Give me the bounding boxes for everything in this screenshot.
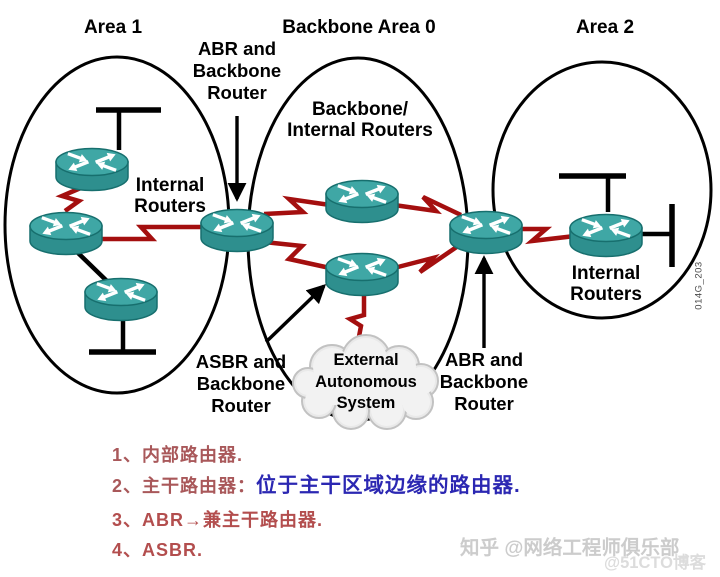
serial-link (512, 226, 576, 245)
backbone-internal-label: Backbone/ Internal Routers (287, 99, 433, 141)
pointer-arrows (227, 116, 494, 348)
serial-link (393, 194, 462, 218)
note-text: 4、ASBR. (112, 540, 204, 560)
serial-links (55, 184, 576, 348)
router-icon (326, 181, 398, 223)
router-icon (30, 213, 102, 255)
external-as-cloud-label: External Autonomous System (315, 351, 417, 412)
abr-bottom-label: ABR and Backbone Router (439, 349, 529, 414)
note-text: 1、内部路由器. (112, 445, 244, 465)
router-icon (326, 254, 398, 296)
note-line-2: 2、主干路由器：位于主干区域边缘的路由器. (112, 468, 521, 498)
internal-routers-area1-label: Internal Routers (134, 175, 206, 217)
internal-routers-area2-label: Internal Routers (570, 263, 642, 305)
router-icon (85, 279, 157, 321)
asbr-label: ASBR and Backbone Router (195, 351, 287, 416)
area0-title: Backbone Area 0 (282, 17, 436, 38)
asbr-arrow (264, 284, 327, 344)
ethernet-link (74, 249, 112, 286)
note-text: 2、主干路由器： (112, 476, 257, 496)
router-icon (570, 215, 642, 257)
ethernet-segments (74, 107, 675, 355)
area1-title: Area 1 (83, 17, 143, 38)
serial-link (263, 195, 331, 217)
figure-code: 014G_203 (693, 261, 705, 310)
abr-top-label: ABR and Backbone Router (192, 38, 282, 103)
serial-link (393, 242, 463, 274)
zhihu-watermark: 知乎 @网络工程师俱乐部 (460, 537, 680, 559)
area2-title: Area 2 (575, 17, 635, 38)
serial-link (98, 224, 210, 242)
note-line-4: 4、ASBR. (112, 536, 203, 562)
external-as-cloud-icon (292, 334, 439, 430)
serial-link (263, 239, 331, 271)
area2-ellipse (491, 60, 713, 320)
note-line-1: 1、内部路由器. (112, 441, 243, 467)
serial-link (55, 184, 85, 213)
note-line-3: 3、ABR→兼主干路由器. (112, 506, 323, 532)
cto-watermark: @51CTO博客 (604, 554, 706, 572)
note-highlight: 位于主干区域边缘的路由器. (256, 474, 521, 497)
note-text: 3、ABR→兼主干路由器. (112, 510, 324, 530)
router-icon (450, 212, 522, 254)
serial-link (344, 294, 367, 348)
